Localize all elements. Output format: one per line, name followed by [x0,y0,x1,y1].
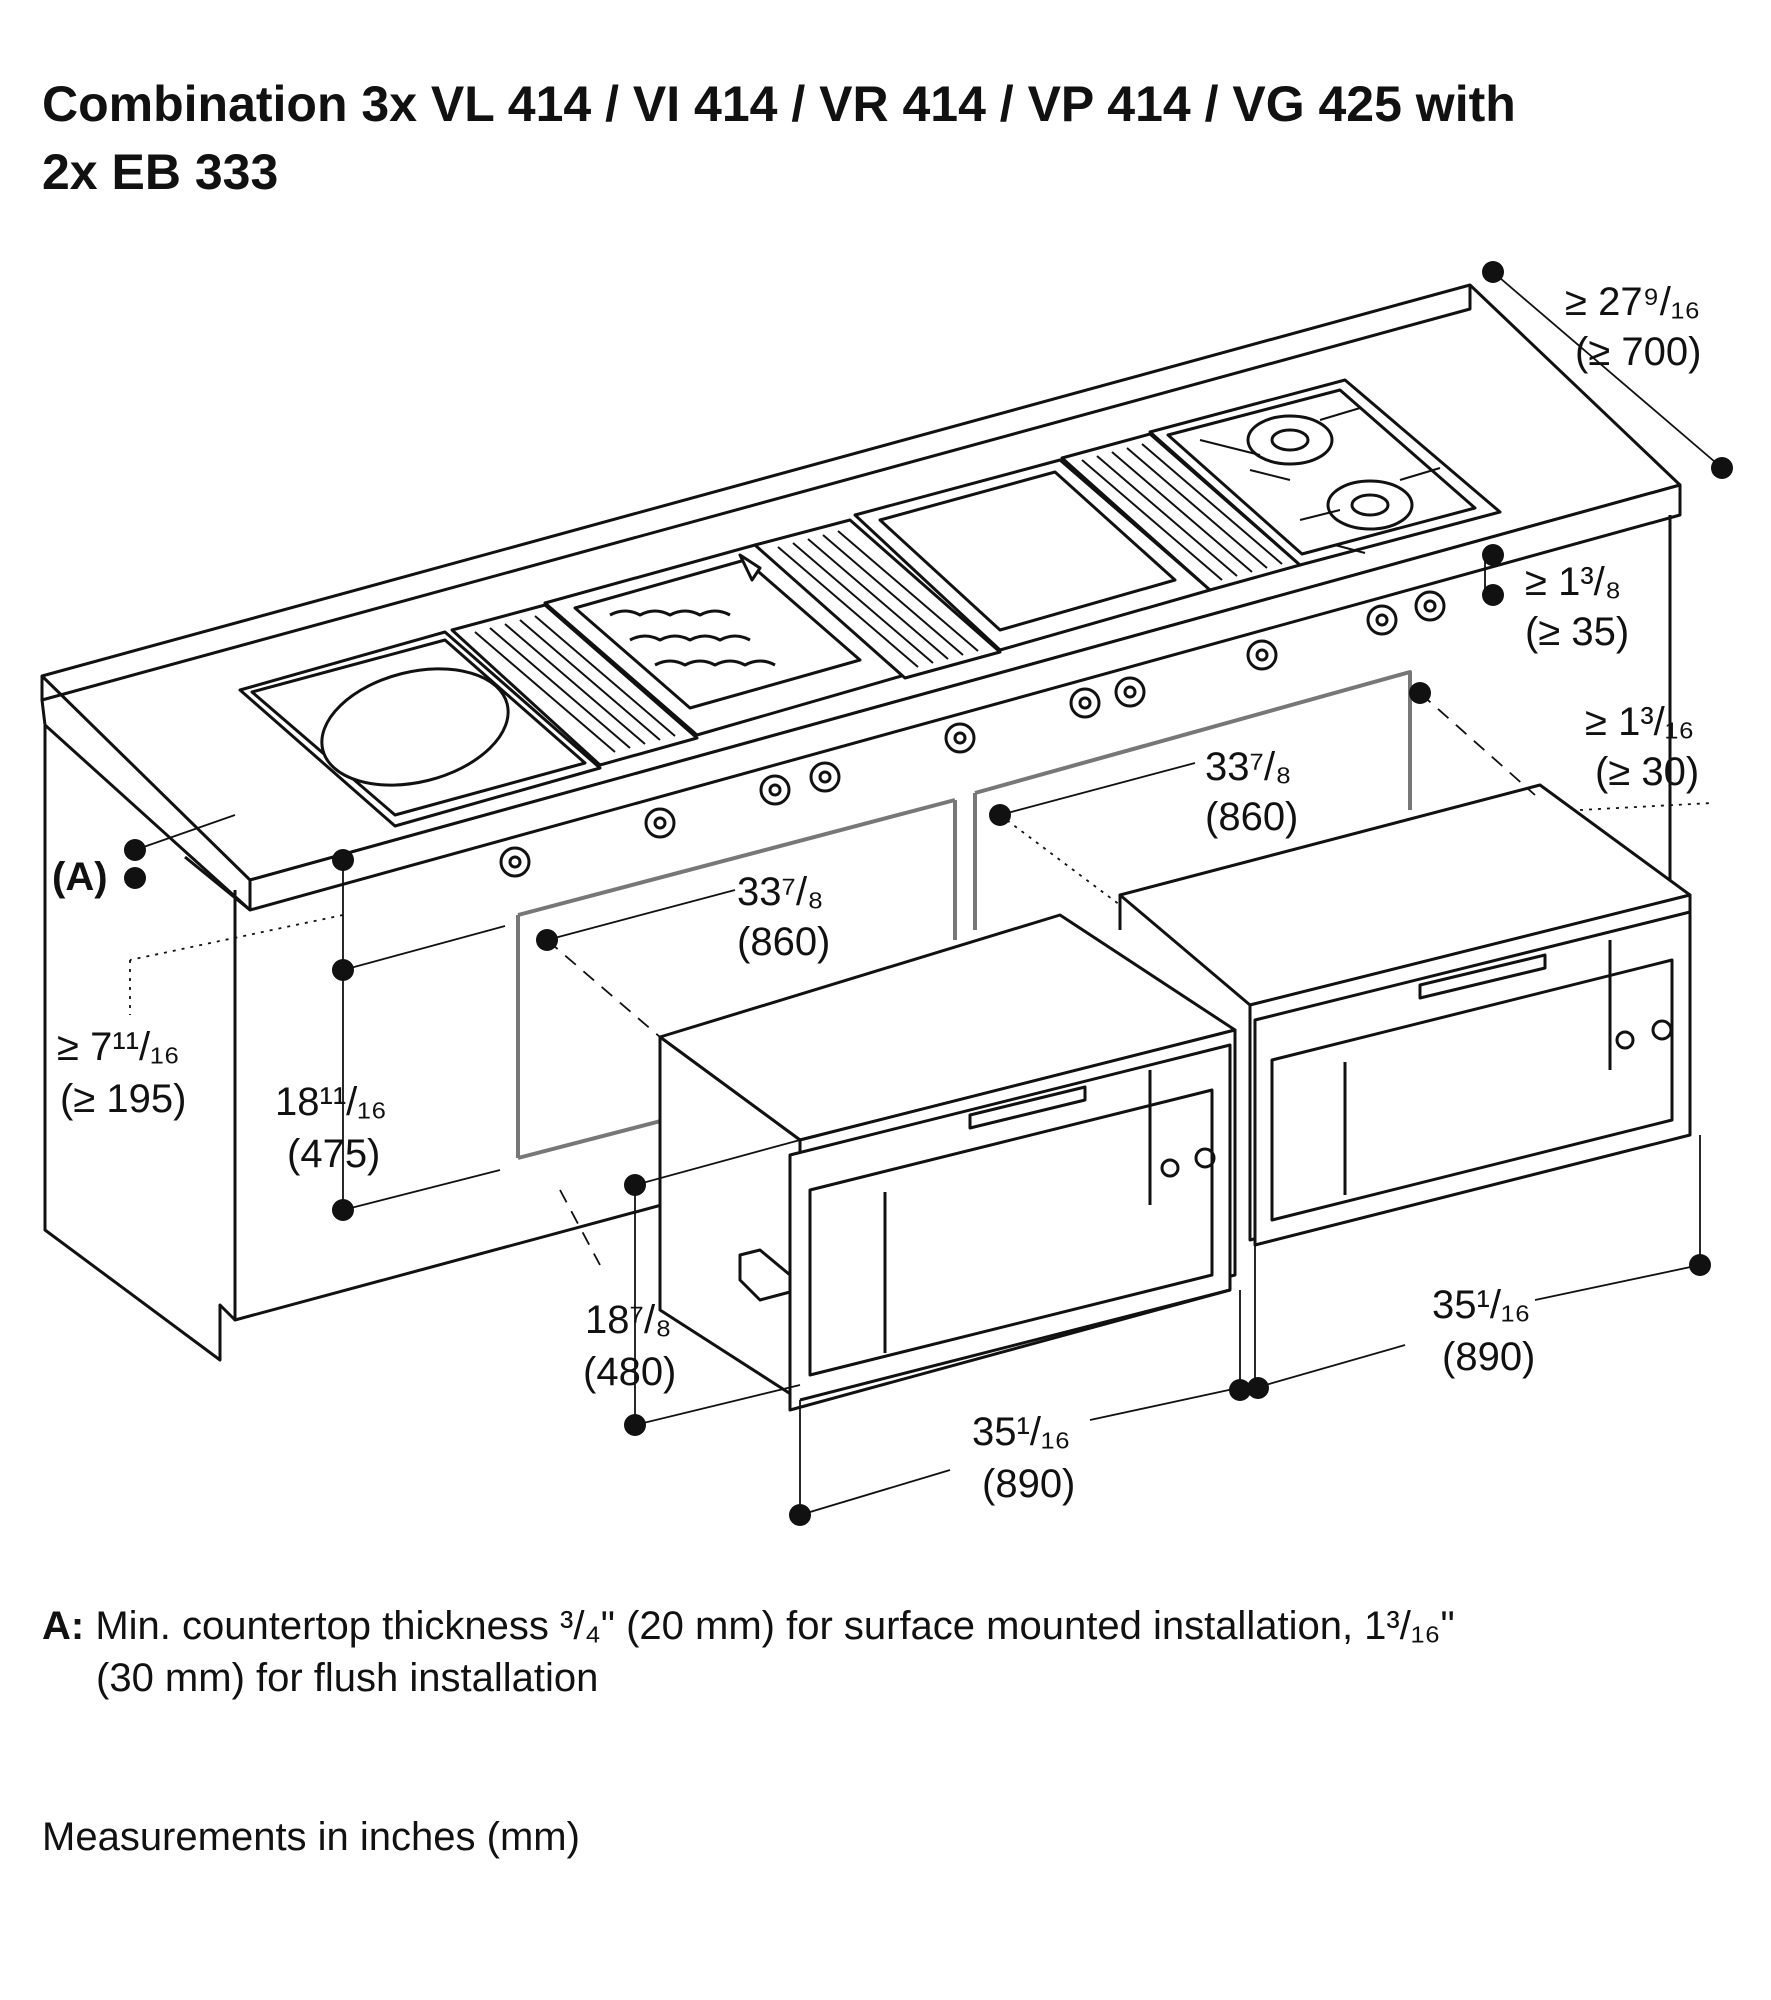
warming-drawer-right [1118,783,1692,1247]
dimension-lines [129,271,1723,1516]
ventilation-module-1 [450,603,699,767]
top-to-cutout-inches: ≥ 7¹¹/₁₆ [57,1025,180,1069]
title-line-2: 2x EB 333 [42,144,279,200]
panel-gap-mm: (≥ 35) [1525,610,1629,654]
drawer-width-left-inches: 35¹/₁₆ [972,1410,1071,1454]
footnote-a: A: Min. countertop thickness ³/₄" (20 mm… [42,1600,1742,1704]
title-line-1: Combination 3x VL 414 / VI 414 / VR 414 … [42,76,1516,132]
cutout-width-left-inches: 33⁷/₈ [737,870,824,914]
footnote-line-2: (30 mm) for flush installation [96,1656,599,1700]
depth-inches: ≥ 27⁹/₁₆ [1565,280,1700,324]
depth-mm: (≥ 700) [1575,330,1701,374]
rear-gap-mm: (≥ 30) [1595,750,1699,794]
cutout-height-mm: (475) [287,1132,380,1176]
cutout-width-right-inches: 33⁷/₈ [1205,745,1292,789]
ventilation-module-2 [753,518,1002,680]
drawer-height-mm: (480) [583,1350,676,1394]
footnote-key: A: [42,1604,85,1648]
cabinet-cutouts [516,670,1412,1160]
panel-gap-inches: ≥ 1³/₈ [1525,560,1621,604]
label-a: (A) [52,855,108,899]
drawer-width-right-inches: 35¹/₁₆ [1432,1283,1531,1327]
gas-cooktop [1148,378,1502,567]
dimension-points [124,261,1733,1526]
cutout-width-right-mm: (860) [1205,795,1298,839]
ventilation-module-3 [1060,432,1302,592]
warming-drawer-left [658,913,1237,1412]
footnote-line-1: Min. countertop thickness ³/₄" (20 mm) f… [95,1604,1455,1648]
drawer-width-right-mm: (890) [1442,1335,1535,1379]
page-title: Combination 3x VL 414 / VI 414 / VR 414 … [42,70,1722,206]
drawer-width-left-mm: (890) [982,1462,1075,1506]
cutout-width-left-mm: (860) [737,920,830,964]
rear-gap-inches: ≥ 1³/₁₆ [1585,700,1694,744]
top-to-cutout-mm: (≥ 195) [60,1077,186,1121]
wok-cooktop [238,630,602,828]
cutout-height-inches: 18¹¹/₁₆ [275,1080,387,1124]
drawer-height-inches: 18⁷/₈ [585,1298,672,1342]
control-knobs [499,590,1446,878]
measurement-units-note: Measurements in inches (mm) [42,1815,580,1859]
